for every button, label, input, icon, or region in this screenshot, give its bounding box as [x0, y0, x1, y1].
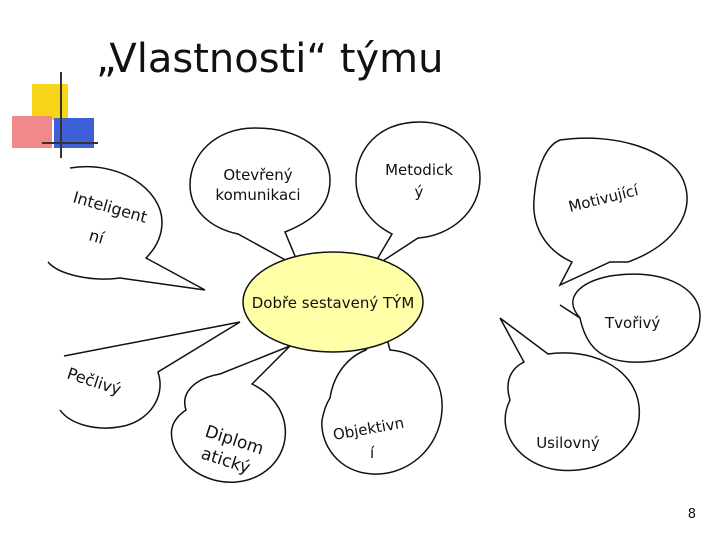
bubble-usilovny — [499, 317, 641, 472]
decor-yellow-block — [32, 84, 68, 120]
slide-title: „Vlastnosti“ týmu — [96, 36, 444, 82]
center-node — [242, 251, 424, 353]
bubble-tvorivy-label: Tvořivý — [604, 314, 660, 332]
bubble-peclivy-label: Pečlivý — [65, 364, 124, 399]
bubble-objektivni — [321, 317, 443, 475]
bubble-inteligentni — [47, 166, 206, 291]
bubble-tvorivy — [559, 273, 701, 363]
page-number: 8 — [687, 507, 696, 522]
bubble-metodicky-line2: ý — [415, 183, 424, 201]
bubble-metodicky — [355, 121, 481, 269]
bubble-diplomaticky — [170, 345, 291, 483]
center-node-label: Dobře sestavený TÝM — [252, 293, 415, 312]
decor-horizontal-line — [42, 142, 98, 144]
bubble-metodicky-line1: Metodick — [385, 161, 453, 179]
bubble-usilovny-label: Usilovný — [536, 434, 600, 452]
bubble-inteligentni-line2: ní — [87, 226, 107, 248]
bubble-inteligentni-line1: Inteligent — [71, 188, 150, 227]
bubble-peclivy — [59, 321, 241, 429]
bubble-objektivni-line2: í — [370, 444, 375, 462]
bubble-motivujici — [533, 137, 688, 287]
bubble-otevreny-line1: Otevřený — [223, 166, 292, 184]
decor-vertical-line — [60, 72, 62, 158]
bubble-otevreny-line2: komunikaci — [215, 186, 300, 204]
